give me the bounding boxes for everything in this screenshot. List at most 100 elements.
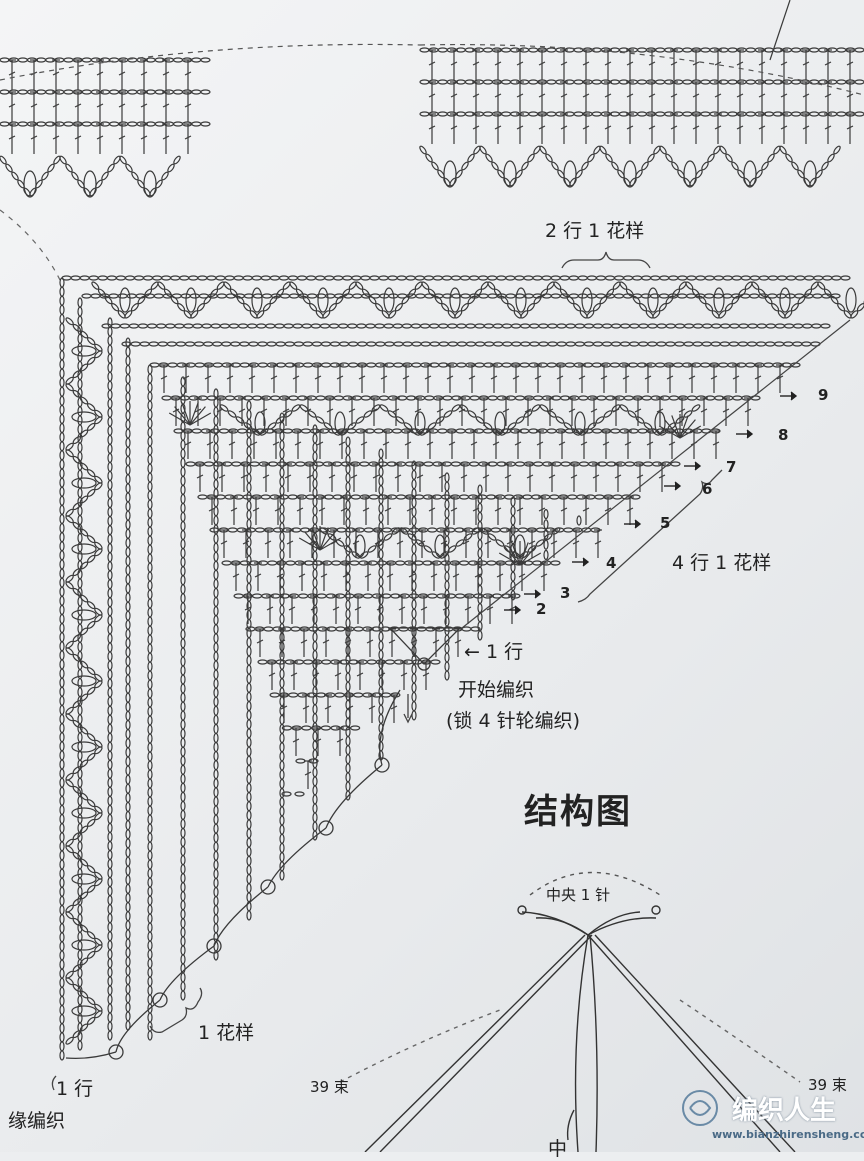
chain-stitch bbox=[236, 295, 245, 305]
chain-stitch bbox=[289, 281, 298, 290]
petal-icon bbox=[119, 287, 131, 313]
petal-icon bbox=[71, 477, 97, 489]
chain-stitch bbox=[65, 779, 74, 788]
chain-stitch bbox=[72, 917, 81, 926]
chain-stitch bbox=[79, 528, 89, 537]
chain-stitch bbox=[431, 161, 439, 171]
petal-icon bbox=[71, 411, 97, 423]
chain-stitch bbox=[87, 1016, 96, 1025]
chain-stitch bbox=[72, 1030, 81, 1039]
chain-stitch bbox=[72, 719, 81, 728]
chain-stitch bbox=[87, 931, 96, 940]
chain-stitch bbox=[79, 792, 89, 801]
chain-stitch bbox=[295, 288, 304, 297]
chain-stitch bbox=[210, 288, 219, 297]
chain-stitch bbox=[301, 725, 312, 731]
chain-stitch bbox=[485, 153, 493, 163]
chain-stitch bbox=[200, 57, 211, 63]
chain-stitch bbox=[551, 161, 559, 171]
chain-stitch bbox=[79, 957, 89, 966]
chain-stitch bbox=[619, 281, 628, 290]
chain-stitch bbox=[738, 288, 747, 297]
chain-stitch bbox=[190, 310, 199, 319]
chain-stitch bbox=[566, 295, 575, 305]
chain-stitch bbox=[0, 155, 7, 165]
chain-stitch bbox=[77, 1040, 83, 1051]
chain-stitch bbox=[559, 288, 568, 297]
chain-stitch bbox=[87, 422, 96, 431]
chain-stitch bbox=[281, 791, 292, 797]
chain-stitch bbox=[430, 659, 441, 665]
chain-stitch bbox=[107, 163, 115, 173]
chain-stitch bbox=[87, 997, 96, 1006]
chain-stitch bbox=[72, 653, 81, 662]
chain-stitch bbox=[79, 726, 89, 735]
chain-stitch bbox=[520, 310, 529, 319]
chain-stitch bbox=[779, 145, 787, 155]
chain-stitch bbox=[72, 521, 81, 530]
petal-icon bbox=[803, 160, 817, 188]
chain-stitch bbox=[79, 429, 89, 438]
chain-stitch bbox=[87, 799, 96, 808]
chain-stitch bbox=[94, 548, 103, 557]
chain-stitch bbox=[223, 281, 232, 290]
petal-icon bbox=[251, 287, 263, 313]
chain-stitch bbox=[79, 1023, 89, 1032]
chain-stitch bbox=[229, 288, 238, 297]
chain-stitch bbox=[771, 303, 780, 312]
chain-stitch bbox=[72, 436, 81, 445]
chain-stitch bbox=[553, 281, 562, 290]
chain-stitch bbox=[823, 288, 832, 297]
chain-stitch bbox=[79, 594, 89, 603]
chain-stitch bbox=[309, 303, 318, 312]
chain-stitch bbox=[167, 163, 175, 173]
chain-stitch bbox=[65, 317, 74, 326]
chain-stitch bbox=[72, 964, 81, 973]
chain-stitch bbox=[550, 560, 561, 566]
chain-stitch bbox=[72, 370, 81, 379]
chain-stitch bbox=[71, 171, 79, 181]
chain-stitch bbox=[394, 303, 403, 312]
chain-stitch bbox=[840, 275, 851, 281]
chain-stitch bbox=[757, 288, 766, 297]
chain-stitch bbox=[707, 153, 715, 163]
chain-stitch bbox=[573, 303, 582, 312]
chain-stitch bbox=[671, 161, 679, 171]
chain-stitch bbox=[533, 295, 542, 305]
petal-icon bbox=[449, 287, 461, 313]
chain-stitch bbox=[767, 153, 775, 163]
chain-stitch bbox=[401, 295, 410, 305]
chain-stitch bbox=[72, 983, 81, 992]
chain-stitch bbox=[784, 310, 793, 319]
chain-stitch bbox=[785, 153, 793, 163]
chain-stitch bbox=[658, 303, 667, 312]
chain-stitch bbox=[130, 303, 139, 312]
chain-stitch bbox=[790, 303, 799, 312]
chain-stitch bbox=[79, 561, 89, 570]
chain-stitch bbox=[72, 634, 81, 643]
chain-stitch bbox=[97, 288, 106, 297]
chain-stitch bbox=[639, 303, 648, 312]
petal-icon bbox=[83, 170, 97, 198]
chain-stitch bbox=[65, 647, 74, 656]
chain-stitch bbox=[302, 295, 311, 305]
chain-stitch bbox=[467, 295, 476, 305]
chain-stitch bbox=[65, 163, 73, 173]
chain-stitch bbox=[87, 601, 96, 610]
chain-stitch bbox=[470, 626, 481, 632]
chain-stitch bbox=[79, 693, 89, 702]
chain-stitch bbox=[144, 288, 153, 297]
chain-stitch bbox=[72, 389, 81, 398]
chain-stitch bbox=[804, 288, 813, 297]
chain-stitch bbox=[111, 303, 120, 312]
chain-stitch bbox=[322, 310, 331, 319]
petal-icon bbox=[713, 287, 725, 313]
chain-stitch bbox=[94, 944, 103, 953]
chain-stitch bbox=[605, 153, 613, 163]
chain-stitch bbox=[672, 288, 681, 297]
chain-stitch bbox=[72, 785, 81, 794]
chain-stitch bbox=[279, 870, 285, 881]
chain-stitch bbox=[830, 295, 839, 305]
chain-stitch bbox=[147, 1030, 153, 1041]
chain-stitch bbox=[87, 356, 96, 365]
